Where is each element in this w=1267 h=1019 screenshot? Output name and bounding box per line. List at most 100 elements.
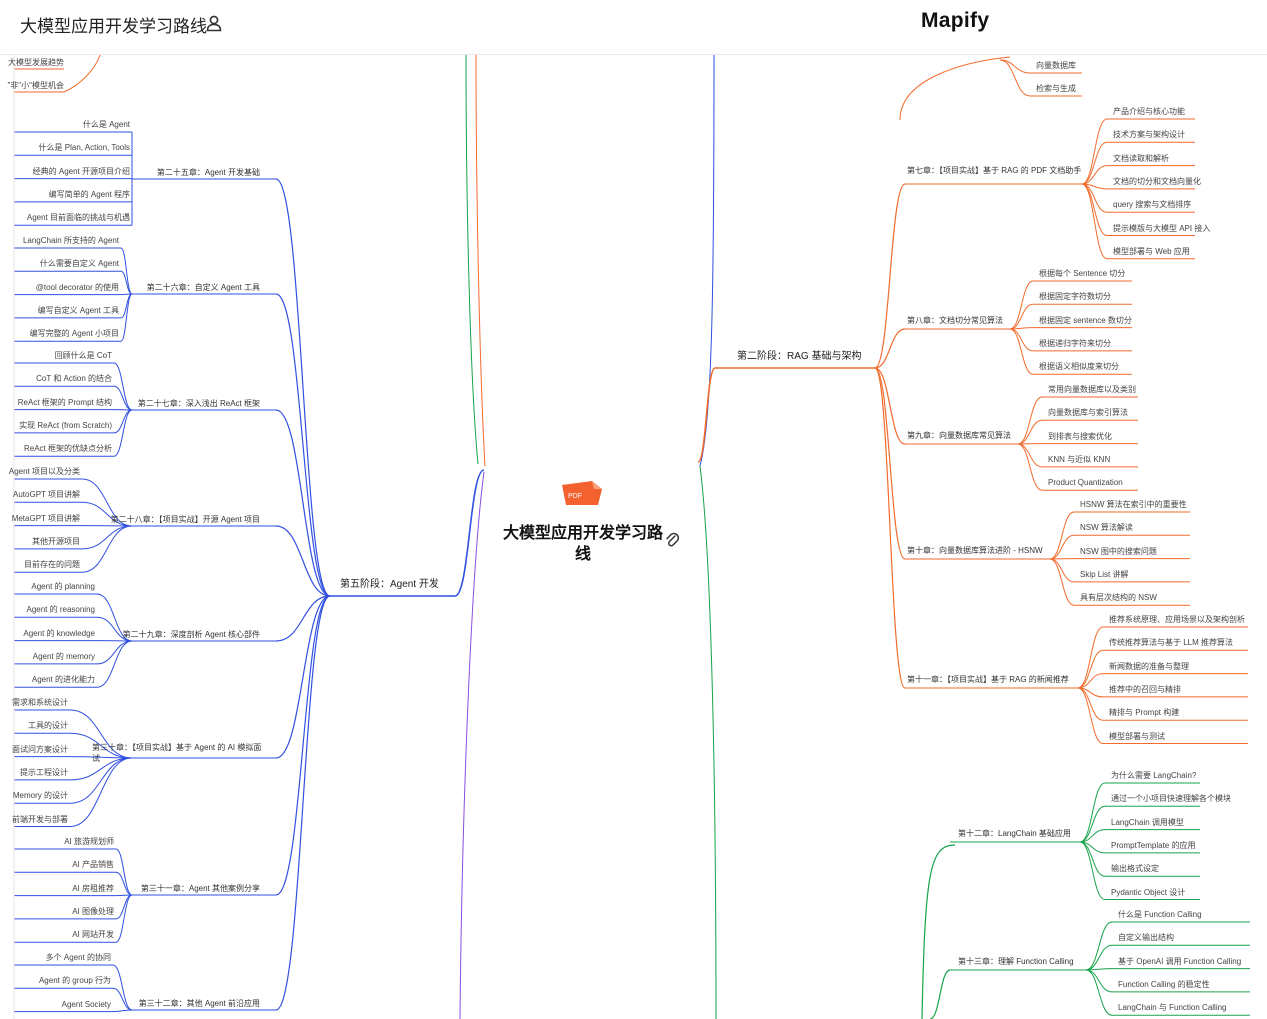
leaf-node[interactable]: 输出格式设定 — [1111, 864, 1159, 874]
leaf-node[interactable]: CoT 和 Action 的结合 — [36, 374, 112, 384]
leaf-node[interactable]: Agent 的进化能力 — [31, 675, 95, 685]
leaf-node[interactable]: 检索与生成 — [1036, 84, 1076, 93]
leaf-node[interactable]: Agent 的 group 行为 — [38, 976, 111, 986]
leaf-node[interactable]: 目前存在的问题 — [24, 560, 80, 570]
fragment-item[interactable]: "非"小"模型机会 — [7, 81, 64, 90]
leaf-node[interactable]: 编写完整的 Agent 小项目 — [29, 329, 119, 339]
leaf-node[interactable]: query 搜索与文档排序 — [1113, 200, 1192, 210]
leaf-node[interactable]: 经典的 Agent 开源项目介绍 — [32, 166, 130, 176]
chapter-node[interactable]: 第三十一章：Agent 其他案例分享 — [140, 884, 260, 893]
leaf-node[interactable]: 自定义输出结构 — [1118, 933, 1174, 943]
leaf-node[interactable]: 提示模版与大模型 API 接入 — [1113, 223, 1211, 233]
document-title[interactable]: 大模型应用开发学习路线 — [20, 17, 207, 36]
leaf-node[interactable]: 多个 Agent 的协同 — [45, 953, 111, 962]
leaf-node[interactable]: Skip List 讲解 — [1080, 569, 1129, 579]
leaf-node[interactable]: 根据固定字符数切分 — [1039, 292, 1111, 302]
leaf-node[interactable]: 编写简单的 Agent 程序 — [48, 189, 130, 199]
leaf-node[interactable]: Agent 的 planning — [31, 582, 95, 591]
chapter-node[interactable]: 第二十六章：自定义 Agent 工具 — [146, 283, 260, 292]
chapter-node[interactable]: 第二十八章：【项目实战】开源 Agent 项目 — [110, 515, 260, 524]
leaf-node[interactable]: 具有层次结构的 NSW — [1080, 593, 1157, 603]
leaf-node[interactable]: Agent 的 memory — [32, 651, 95, 661]
chapter-node[interactable]: 第十一章：【项目实战】基于 RAG 的新闻推荐 — [907, 675, 1069, 684]
chapter-node[interactable]: 第十三章：理解 Function Calling — [958, 957, 1074, 966]
user-icon[interactable] — [204, 13, 224, 33]
leaf-node[interactable]: 技术方案与架构设计 — [1113, 130, 1185, 140]
leaf-node[interactable]: ReAct 框架的优缺点分析 — [23, 444, 112, 454]
leaf-node[interactable]: Agent 项目以及分类 — [8, 467, 80, 476]
leaf-node[interactable]: 向量数据库 — [1036, 61, 1076, 70]
leaf-node[interactable]: 什么需要自定义 Agent — [39, 259, 119, 269]
leaf-node[interactable]: 根据语义相似度来切分 — [1039, 362, 1119, 372]
leaf-node[interactable]: 工具的设计 — [28, 721, 68, 731]
leaf-node[interactable]: 为什么需要 LangChain? — [1111, 771, 1197, 780]
leaf-node[interactable]: AutoGPT 项目讲解 — [13, 490, 80, 500]
leaf-node[interactable]: 推荐中的召回与精排 — [1109, 684, 1181, 694]
leaf-node[interactable]: 前端开发与部署 — [12, 814, 68, 824]
chapter-node[interactable]: 第二十九章：深度剖析 Agent 核心部件 — [122, 630, 260, 639]
leaf-node[interactable]: AI 房租推荐 — [72, 883, 114, 893]
stage-rag[interactable]: 第二阶段：RAG 基础与架构 — [737, 351, 862, 362]
leaf-node[interactable]: KNN 与近似 KNN — [1048, 454, 1111, 464]
leaf-node[interactable]: 产品介绍与核心功能 — [1113, 107, 1185, 116]
leaf-node[interactable]: 文档的切分和文档向量化 — [1113, 176, 1201, 186]
leaf-node[interactable]: 精排与 Prompt 构建 — [1109, 708, 1180, 718]
leaf-node[interactable]: 推荐系统原理、应用场景以及架构剖析 — [1109, 615, 1245, 624]
leaf-node[interactable]: 需求和系统设计 — [12, 698, 68, 707]
brand-logo[interactable]: Mapify — [921, 9, 990, 32]
leaf-node[interactable]: 模型部署与测试 — [1109, 731, 1165, 741]
paperclip-icon[interactable] — [664, 531, 680, 549]
leaf-node[interactable]: AI 产品销售 — [72, 860, 114, 870]
leaf-node[interactable]: 根据递归字符来切分 — [1039, 338, 1111, 348]
mindmap-canvas[interactable]: PDF 大模型应用开发学习路线 第五阶段：Agent 开发 大模型发展趋势 "非"小… — [0, 55, 1267, 1019]
leaf-node[interactable]: NSW 图中的搜索问题 — [1080, 546, 1157, 556]
leaf-node[interactable]: Agent 的 knowledge — [23, 628, 95, 638]
leaf-node[interactable]: 新闻数据的准备与整理 — [1109, 661, 1189, 671]
leaf-node[interactable]: 什么是 Plan, Action, Tools — [38, 143, 130, 153]
chapter-node[interactable]: 第九章：向量数据库常见算法 — [907, 431, 1011, 440]
leaf-node[interactable]: 实现 ReAct (from Scratch) — [19, 420, 112, 430]
leaf-node[interactable]: 编写自定义 Agent 工具 — [37, 305, 119, 315]
leaf-node[interactable]: AI 图像处理 — [72, 906, 114, 916]
chapter-node[interactable]: 第十二章：LangChain 基础应用 — [958, 829, 1071, 838]
chapter-node[interactable]: 第三十二章：其他 Agent 前沿应用 — [138, 999, 260, 1008]
leaf-node[interactable]: Agent 目前面临的挑战与机遇 — [26, 213, 130, 223]
leaf-node[interactable]: 传统推荐算法与基于 LLM 推荐算法 — [1109, 638, 1234, 648]
leaf-node[interactable]: 常用向量数据库以及类别 — [1048, 385, 1136, 394]
leaf-node[interactable]: 面试问方案设计 — [12, 744, 68, 754]
leaf-node[interactable]: 什么是 Agent — [82, 120, 130, 129]
chapter-node[interactable]: 第十章：向量数据库算法进阶 - HSNW — [907, 546, 1043, 555]
leaf-node[interactable]: HSNW 算法在索引中的重要性 — [1080, 500, 1187, 509]
chapter-node[interactable]: 第二十五章：Agent 开发基础 — [156, 168, 260, 177]
leaf-node[interactable]: 根据固定 sentence 数切分 — [1039, 315, 1132, 325]
chapter-node[interactable]: 第二十七章：深入浅出 ReAct 框架 — [137, 399, 260, 408]
leaf-node[interactable]: 提示工程设计 — [20, 767, 68, 777]
leaf-node[interactable]: AI 旅游规划师 — [64, 837, 114, 846]
leaf-node[interactable]: 回顾什么是 CoT — [54, 351, 112, 360]
leaf-node[interactable]: 模型部署与 Web 应用 — [1113, 246, 1190, 256]
stage-agent[interactable]: 第五阶段：Agent 开发 — [340, 579, 439, 590]
leaf-node[interactable]: 根据每个 Sentence 切分 — [1039, 269, 1126, 278]
fragment-item[interactable]: 大模型发展趋势 — [8, 58, 64, 67]
leaf-node[interactable]: 其他开源项目 — [32, 536, 80, 546]
central-node[interactable]: PDF 大模型应用开发学习路线 — [488, 465, 688, 575]
leaf-node[interactable]: LangChain 与 Function Calling — [1118, 1003, 1227, 1013]
leaf-node[interactable]: PromptTemplate 的应用 — [1111, 840, 1196, 850]
leaf-node[interactable]: Agent Society — [61, 999, 111, 1009]
leaf-node[interactable]: 什么是 Function Calling — [1118, 910, 1202, 919]
leaf-node[interactable]: Function Calling 的稳定性 — [1118, 979, 1210, 989]
leaf-node[interactable]: NSW 算法解读 — [1080, 523, 1133, 533]
leaf-node[interactable]: 到排表与搜索优化 — [1048, 431, 1112, 441]
leaf-node[interactable]: 文档读取和解析 — [1113, 153, 1169, 163]
leaf-node[interactable]: ReAct 框架的 Prompt 结构 — [17, 397, 112, 407]
leaf-node[interactable]: 通过一个小项目快速理解各个模块 — [1111, 794, 1231, 804]
leaf-node[interactable]: MetaGPT 项目讲解 — [11, 513, 80, 523]
leaf-node[interactable]: 基于 OpenAI 调用 Function Calling — [1118, 956, 1242, 966]
leaf-node[interactable]: Agent 的 reasoning — [26, 605, 96, 615]
chapter-node[interactable]: 第七章：【项目实战】基于 RAG 的 PDF 文档助手 — [907, 166, 1082, 175]
chapter-node[interactable]: 第八章：文档切分常见算法 — [907, 316, 1003, 325]
leaf-node[interactable]: 向量数据库与索引算法 — [1048, 408, 1128, 418]
leaf-node[interactable]: Product Quantization — [1048, 478, 1123, 488]
leaf-node[interactable]: AI 网站开发 — [72, 930, 114, 940]
leaf-node[interactable]: LangChain 所支持的 Agent — [22, 236, 119, 245]
